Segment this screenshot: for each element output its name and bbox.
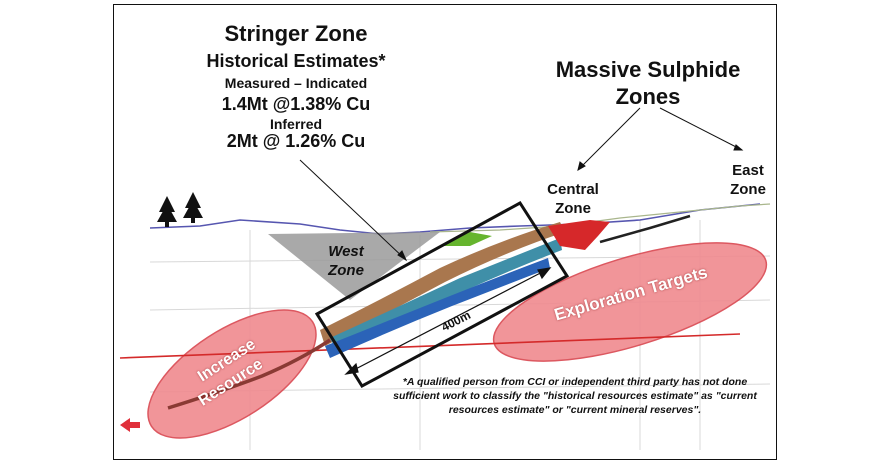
ore-body-red-central: [548, 220, 610, 250]
increase-resource-ellipse: [147, 309, 317, 439]
inferred-label: Inferred: [269, 116, 323, 132]
measured-indicated-value: 1.4Mt @1.38% Cu: [221, 94, 371, 114]
east-zone-line: [599, 214, 691, 244]
ore-body-green: [440, 232, 492, 246]
central-zone-label-2: Zone: [555, 200, 591, 217]
massive-sulphide-title-2: Zones: [615, 84, 681, 109]
section-line: [119, 333, 741, 359]
east-zone-label: East: [732, 162, 764, 179]
tree-icon: [157, 196, 177, 227]
tree-icon: [183, 192, 203, 223]
ground-surface-line-2: [429, 203, 771, 233]
callout-lines: [299, 107, 744, 262]
west-zone-shape: [268, 232, 440, 300]
ground-surface-line: [149, 203, 761, 235]
ore-body-blue: [325, 258, 550, 358]
measured-indicated-label: Measured – Indicated: [224, 75, 368, 91]
distance-arrow: [344, 267, 552, 375]
stringer-zone-title: Stringer Zone: [224, 21, 368, 46]
stringer-zone-box: [314, 201, 570, 388]
west-zone-label: West: [328, 243, 364, 260]
footnote-line-2: sufficient work to classify the "histori…: [393, 390, 757, 402]
footnote-line-1: *A qualified person from CCI or independ…: [402, 376, 748, 388]
east-zone-label-2: Zone: [730, 181, 766, 198]
stringer-zone-subtitle: Historical Estimates*: [206, 51, 386, 71]
ore-body-tail: [167, 338, 331, 410]
west-zone-label-2: Zone: [328, 262, 364, 279]
left-arrow-icon: [120, 418, 140, 432]
massive-sulphide-title: Massive Sulphide: [555, 57, 741, 82]
inferred-value: 2Mt @ 1.26% Cu: [226, 131, 366, 151]
footnote-line-3: resources estimate" or "current mineral …: [448, 404, 702, 416]
central-zone-label: Central: [547, 181, 599, 198]
